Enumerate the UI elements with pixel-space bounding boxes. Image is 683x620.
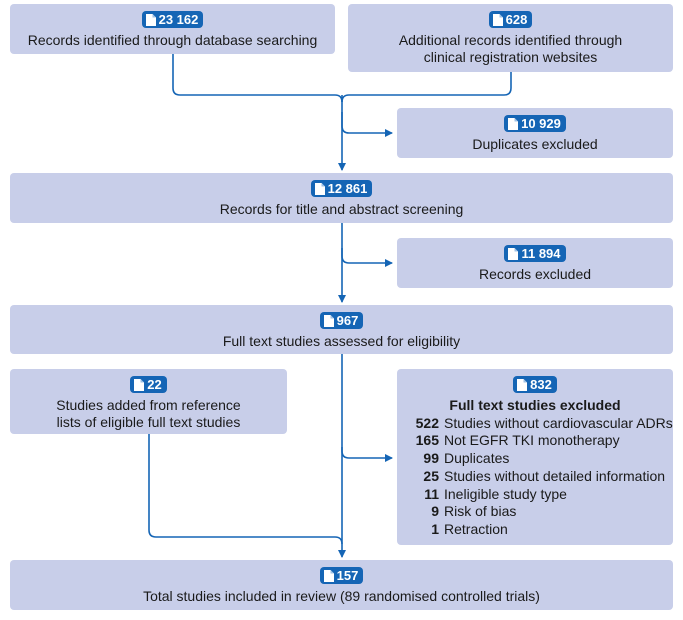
arrow-to-fulltext-excluded [341,447,393,462]
box-label-line1: Studies added from reference [56,396,241,413]
document-icon [145,13,156,26]
count-value: 628 [505,12,528,27]
connector-added [148,434,343,545]
count-value: 23 162 [158,12,199,27]
count-badge: 628 [488,11,533,28]
item-count: 1 [431,521,439,538]
item-label: Studies without cardiovascular ADRs [444,414,673,431]
list-item: 9 Risk of bias [409,503,673,521]
list-item: 165 Not EGFR TKI monotherapy [409,432,673,450]
count-value: 967 [336,313,359,328]
count-value: 157 [336,568,359,583]
count-value: 11 894 [521,246,561,261]
box-label-line2: lists of eligible full text studies [56,413,241,430]
count-badge: 12 861 [310,180,373,197]
document-icon [323,569,334,582]
count-badge: 10 929 [504,115,566,132]
item-count: 11 [424,485,439,502]
box-fulltext: 967 Full text studies assessed for eligi… [10,305,673,354]
exclusion-list: 522 Studies without cardiovascular ADRs 1… [409,415,673,540]
box-label-line2: clinical registration websites [423,48,598,65]
arrow-to-duplicates [341,112,393,137]
box-screening: 12 861 Records for title and abstract sc… [10,173,673,223]
item-label: Ineligible study type [444,485,567,502]
document-icon [508,117,519,130]
box-duplicates-excluded: 10 929 Duplicates excluded [397,108,673,158]
box-database: 23 162 Records identified through databa… [10,4,335,54]
box-label: Records identified through database sear… [27,31,318,48]
box-label: Full text studies assessed for eligibili… [222,332,461,349]
box-included: 157 Total studies included in review (89… [10,560,673,610]
exclusion-title: Full text studies excluded [449,396,621,413]
item-count: 522 [415,414,439,431]
item-count: 9 [431,503,439,520]
count-value: 832 [530,377,552,392]
box-label: Total studies included in review (89 ran… [143,587,540,604]
item-label: Duplicates [444,450,510,467]
item-label: Risk of bias [444,503,517,520]
count-badge: 22 [130,376,167,393]
count-badge: 23 162 [141,11,204,28]
item-label: Not EGFR TKI monotherapy [444,432,620,449]
item-count: 165 [415,432,439,449]
list-item: 522 Studies without cardiovascular ADRs [409,415,673,433]
count-value: 10 929 [521,116,561,131]
count-badge: 11 894 [504,245,566,262]
item-label: Retraction [444,521,508,538]
item-label: Studies without detailed information [444,467,666,484]
box-registration: 628 Additional records identified throug… [348,4,673,72]
box-label-line1: Additional records identified through [398,31,623,48]
list-item: 99 Duplicates [409,450,673,468]
connector-database [172,54,343,103]
arrow-to-records-excluded [341,248,393,267]
item-count: 25 [423,467,439,484]
box-label: Records excluded [478,265,592,282]
document-icon [508,247,519,260]
document-icon [517,378,528,391]
count-badge: 832 [513,376,557,393]
box-label: Records for title and abstract screening [219,200,464,217]
document-icon [314,182,325,195]
count-value: 12 861 [327,181,368,196]
connector-registration [341,72,512,103]
box-added-studies: 22 Studies added from reference lists of… [10,369,287,434]
list-item: 25 Studies without detailed information [409,468,673,486]
document-icon [134,378,145,391]
document-icon [323,314,334,327]
document-icon [492,13,503,26]
item-count: 99 [423,450,439,467]
list-item: 1 Retraction [409,521,673,539]
box-label: Duplicates excluded [472,135,598,152]
count-value: 22 [147,377,162,392]
box-records-excluded: 11 894 Records excluded [397,238,673,288]
list-item: 11 Ineligible study type [409,486,673,504]
count-badge: 157 [319,567,364,584]
count-badge: 967 [319,312,364,329]
